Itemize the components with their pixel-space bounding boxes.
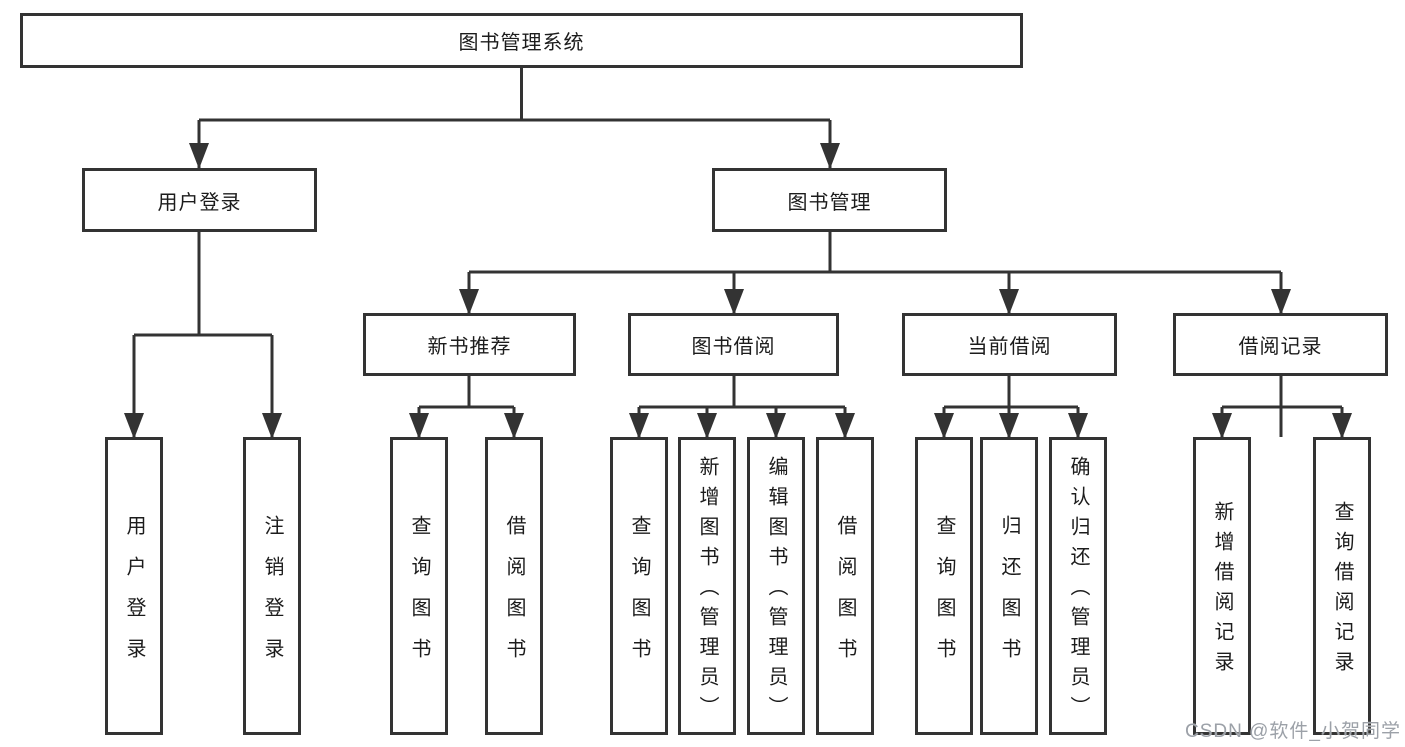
leaf-query-borrow-record-label: 查询借阅记录 <box>1331 501 1353 681</box>
node-new-book-recommend: 新书推荐 <box>363 313 576 376</box>
leaf-logout: 注销登录 <box>243 437 301 735</box>
leaf-query-book-3: 查询图书 <box>915 437 973 735</box>
leaf-query-book-2-label: 查询图书 <box>628 514 650 679</box>
leaf-query-borrow-record: 查询借阅记录 <box>1313 437 1371 735</box>
leaf-add-book-admin: 新增图书（管理员） <box>678 437 736 735</box>
leaf-user-login: 用户登录 <box>105 437 163 735</box>
node-book-borrow: 图书借阅 <box>628 313 839 376</box>
leaf-add-book-admin-label: 新增图书（管理员） <box>696 456 718 726</box>
leaf-return-book-label: 归还图书 <box>998 514 1020 679</box>
leaf-edit-book-admin-label: 编辑图书（管理员） <box>765 456 787 726</box>
node-user-login: 用户登录 <box>82 168 317 232</box>
node-user-login-label: 用户登录 <box>157 191 242 214</box>
node-current-borrow: 当前借阅 <box>902 313 1117 376</box>
leaf-query-book-3-label: 查询图书 <box>933 514 955 679</box>
leaf-confirm-return-admin: 确认归还（管理员） <box>1049 437 1107 735</box>
leaf-borrow-book-1-label: 借阅图书 <box>503 514 525 679</box>
leaf-user-login-label: 用户登录 <box>123 514 145 679</box>
leaf-query-book-1: 查询图书 <box>390 437 448 735</box>
leaf-add-borrow-record: 新增借阅记录 <box>1193 437 1251 735</box>
node-current-borrow-label: 当前借阅 <box>967 336 1052 358</box>
node-book-borrow-label: 图书借阅 <box>691 336 776 358</box>
node-root-label: 图书管理系统 <box>458 32 585 54</box>
leaf-query-book-2: 查询图书 <box>610 437 668 735</box>
node-borrow-record: 借阅记录 <box>1173 313 1388 376</box>
leaf-return-book: 归还图书 <box>980 437 1038 735</box>
node-new-book-recommend-label: 新书推荐 <box>427 336 512 358</box>
leaf-borrow-book-2-label: 借阅图书 <box>834 514 856 679</box>
arrow-heads <box>124 143 1352 439</box>
node-borrow-record-label: 借阅记录 <box>1238 336 1323 358</box>
leaf-logout-label: 注销登录 <box>261 514 283 679</box>
leaf-edit-book-admin: 编辑图书（管理员） <box>747 437 805 735</box>
node-book-management-label: 图书管理 <box>787 191 872 214</box>
connector-stems <box>132 66 1344 437</box>
leaf-confirm-return-admin-label: 确认归还（管理员） <box>1067 456 1089 726</box>
leaf-borrow-book-1: 借阅图书 <box>485 437 543 735</box>
csdn-watermark: CSDN @软件_小贺同学 <box>1185 721 1401 742</box>
node-root: 图书管理系统 <box>20 13 1023 68</box>
leaf-borrow-book-2: 借阅图书 <box>816 437 874 735</box>
leaf-add-borrow-record-label: 新增借阅记录 <box>1211 501 1233 681</box>
leaf-query-book-1-label: 查询图书 <box>408 514 430 679</box>
node-book-management: 图书管理 <box>712 168 947 232</box>
